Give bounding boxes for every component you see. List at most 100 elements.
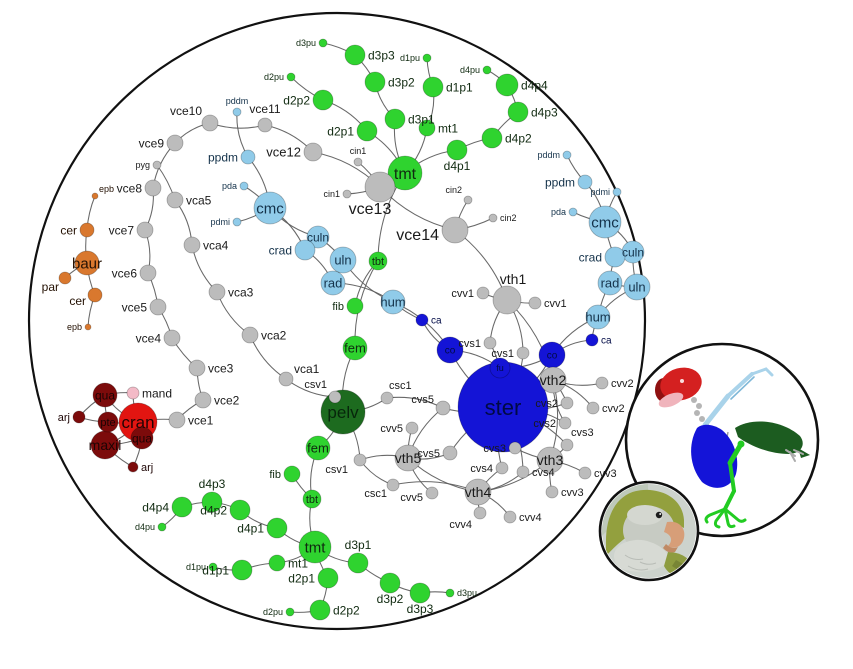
node-cin1_b	[342, 189, 352, 199]
node-label-cvs3_b: cvs3	[483, 443, 506, 455]
node-label-cvs4_a: cvs4	[470, 463, 493, 475]
node-label-d2pu_b: d2pu	[263, 607, 283, 617]
skeleton-sternum	[691, 424, 738, 488]
node-pdmi_b	[612, 187, 622, 197]
node-cin2_b	[488, 213, 498, 223]
node-cer_a	[79, 222, 95, 238]
node-mand	[126, 386, 140, 400]
parakeet-beak	[664, 521, 685, 548]
node-d2p2_b	[309, 599, 331, 621]
node-label-cin1_a: cin1	[350, 146, 367, 156]
node-label-hum_b: hum	[585, 310, 610, 325]
node-pyg	[152, 160, 162, 170]
node-d1pu_b	[208, 562, 218, 572]
node-cvs4_b	[516, 465, 530, 479]
skeleton-tail	[798, 448, 810, 458]
node-label-pdmi_b: pdmi	[590, 187, 610, 197]
node-label-uln_b: uln	[628, 280, 645, 295]
node-label-d3p3_t: d3p3	[368, 48, 395, 62]
node-csc1_a	[380, 391, 394, 405]
node-label-pelv: pelv	[327, 403, 359, 422]
node-rad_b	[597, 270, 623, 296]
node-label-cvv4_b: cvv4	[519, 512, 542, 524]
network-nodes	[58, 38, 651, 621]
node-label-d3p3_b: d3p3	[407, 602, 434, 616]
node-label-mt1_t: mt1	[438, 121, 458, 135]
node-label-d3p2_b: d3p2	[377, 592, 404, 606]
node-label-d1pu_t: d1pu	[400, 53, 420, 63]
node-label-cvs3_a: cvs3	[571, 427, 594, 439]
node-label-cmc_a: cmc	[256, 200, 284, 217]
node-label-culn_a: culn	[307, 230, 329, 244]
node-d3p2_b	[379, 572, 401, 594]
node-label-fem_t: fem	[344, 341, 366, 356]
node-d4p4_t	[495, 73, 519, 97]
node-d4p2_b	[229, 499, 251, 521]
node-d2pu_b	[285, 607, 295, 617]
node-fib_b	[283, 465, 301, 483]
node-rad_a	[320, 270, 346, 296]
node-qua_b	[130, 426, 154, 450]
node-vth3	[536, 446, 564, 474]
node-label-cer_a: cer	[60, 223, 77, 237]
node-label-d3p1_t: d3p1	[408, 112, 435, 126]
node-label-fu: fu	[496, 363, 504, 373]
node-label-cvs2_b: cvs2	[533, 418, 556, 430]
node-label-d2p1_t: d2p1	[327, 124, 354, 138]
node-pddm_a	[232, 107, 242, 117]
node-label-epb_b: epb	[67, 322, 82, 332]
node-cvv5_b	[425, 486, 439, 500]
node-label-mt1_b: mt1	[288, 556, 308, 570]
node-label-crad_a: crad	[269, 243, 292, 257]
node-label-fib_b: fib	[269, 469, 281, 481]
node-label-cvv3_a: cvv3	[594, 468, 617, 480]
node-vce3	[188, 359, 206, 377]
skeleton-pelvis	[735, 421, 803, 454]
node-d4p1_b	[266, 517, 288, 539]
node-crad_b	[604, 246, 626, 268]
node-vce11	[257, 117, 273, 133]
node-label-cin2_a: cin2	[445, 185, 462, 195]
node-label-vce5: vce5	[122, 300, 148, 314]
node-pda_a	[239, 181, 249, 191]
node-csc1_b	[386, 478, 400, 492]
node-label-co_b: co	[547, 351, 558, 362]
node-label-d3pu_b: d3pu	[457, 588, 477, 598]
node-label-rad_a: rad	[324, 276, 343, 291]
skeleton-right-foot	[785, 449, 804, 462]
node-label-d1p1_b: d1p1	[202, 563, 229, 577]
node-cer_b	[87, 287, 103, 303]
node-label-d4p1_b: d4p1	[237, 521, 264, 535]
node-cvs5_b	[442, 445, 458, 461]
node-d1pu_t	[422, 53, 432, 63]
node-arj_a	[72, 410, 86, 424]
node-cmc_b	[588, 205, 622, 239]
node-label-qua_a: qua	[95, 388, 115, 402]
node-d4pu_b	[157, 522, 167, 532]
node-label-hum_a: hum	[380, 295, 405, 310]
node-cmc_a	[253, 191, 287, 225]
node-vth4	[464, 478, 492, 506]
node-label-vca1: vca1	[294, 362, 320, 376]
node-d4p1_t	[446, 139, 468, 161]
node-cin2_a	[463, 195, 473, 205]
node-label-cmc_b: cmc	[591, 214, 619, 231]
node-d4pu_t	[482, 65, 492, 75]
node-label-vca3: vca3	[228, 285, 254, 299]
node-vce14	[441, 216, 469, 244]
node-label-fem_b: fem	[307, 441, 329, 456]
node-fem_b	[305, 435, 331, 461]
node-d3p3_b	[409, 582, 431, 604]
node-label-cvs5_a: cvs5	[411, 394, 434, 406]
node-label-uln_a: uln	[334, 253, 351, 268]
node-label-d4p2_t: d4p2	[505, 131, 532, 145]
node-label-vca2: vca2	[261, 328, 287, 342]
node-label-fib_t: fib	[332, 301, 344, 313]
node-label-baur: baur	[72, 255, 102, 272]
node-csv1_a	[328, 390, 342, 404]
node-label-culn_b: culn	[622, 245, 644, 259]
node-co_a	[436, 336, 464, 364]
node-uln_b	[623, 273, 651, 301]
node-label-d1p1_t: d1p1	[446, 80, 473, 94]
